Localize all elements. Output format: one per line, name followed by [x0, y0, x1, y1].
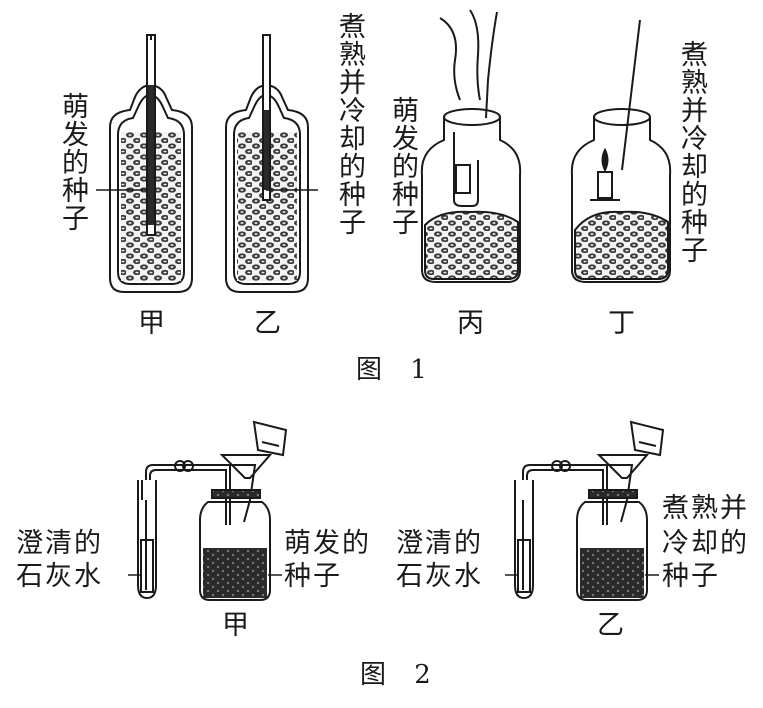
seed-label-jia-fig1: 萌发的种子 — [57, 92, 88, 232]
limewater-label-jia-line1: 澄清的 — [16, 528, 103, 559]
caption-jia-fig1: 甲 — [138, 308, 165, 339]
seed-label-bing-fig1: 萌发的种子 — [387, 96, 418, 236]
seed-label-yi-fig2-line2: 冷却的 — [662, 528, 749, 559]
figure1-caption: 图 1 — [356, 355, 437, 385]
limewater-label-yi-line2: 石灰水 — [396, 561, 483, 592]
apparatus-jia — [137, 420, 288, 601]
seed-label-jia-fig2-line2: 种子 — [284, 561, 342, 592]
seed-label-yi-fig2-line1: 煮熟并 — [662, 493, 749, 524]
seed-label-yi-fig1: 煮熟并冷却的种子 — [334, 12, 365, 236]
figure2-caption: 图 2 — [360, 660, 441, 690]
limewater-label-jia-line2: 石灰水 — [16, 561, 103, 592]
seed-label-ding-fig1: 煮熟并冷却的种子 — [676, 40, 707, 264]
limewater-label-yi-line1: 澄清的 — [396, 528, 483, 559]
caption-jia-fig2: 甲 — [222, 610, 249, 641]
thermos-yi — [225, 34, 309, 293]
thermos-jia — [109, 34, 193, 293]
seed-label-jia-fig2-line1: 萌发的 — [284, 528, 371, 559]
caption-bing-fig1: 丙 — [457, 308, 484, 339]
jar-ding — [570, 19, 672, 283]
caption-ding-fig1: 丁 — [608, 308, 635, 339]
apparatus-yi — [514, 420, 665, 601]
jar-bing — [420, 9, 522, 283]
caption-yi-fig1: 乙 — [254, 308, 281, 339]
caption-yi-fig2: 乙 — [597, 610, 624, 641]
seed-label-yi-fig2-line3: 种子 — [662, 561, 720, 592]
